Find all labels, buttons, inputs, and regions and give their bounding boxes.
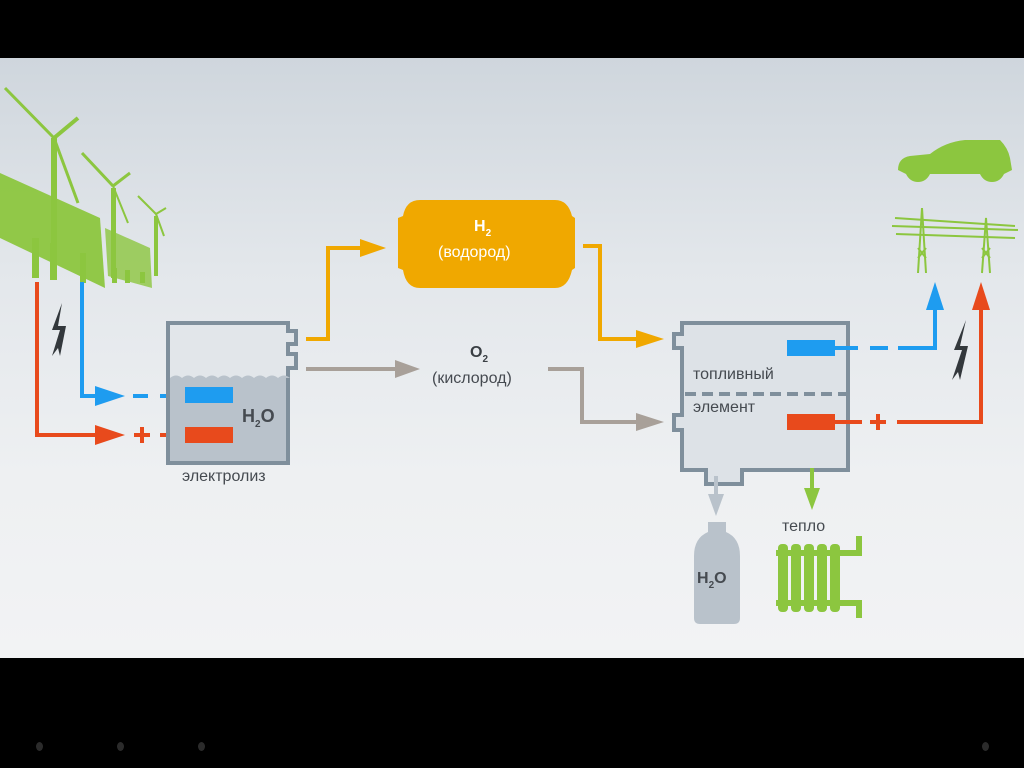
water-o: O: [260, 406, 275, 426]
arrow-h2-to-cell: [636, 330, 664, 348]
electrolysis-label: электролиз: [182, 468, 266, 485]
solar-panel-icon: [0, 173, 152, 288]
hydrogen-formula: H2: [474, 218, 491, 239]
arrow-negative-left: [95, 386, 125, 406]
arrow-water-down: [708, 494, 724, 516]
nav-dot-3[interactable]: [198, 742, 205, 751]
arrow-o2-to-cell: [636, 413, 664, 431]
water-sub: 2: [255, 419, 261, 430]
heat-label: тепло: [782, 518, 826, 535]
arrow-o2-out: [395, 360, 420, 378]
plus-sign-right: [870, 414, 886, 430]
nav-dot-right[interactable]: [982, 742, 989, 751]
water-formula-bottle: H2O: [697, 570, 727, 591]
fuel-cell-label-line2: элемент: [693, 399, 756, 416]
negative-line-right: [835, 303, 937, 350]
oxygen-name: (кислород): [432, 370, 512, 387]
arrow-h2-to-tank: [360, 239, 386, 257]
h2-sub: 2: [485, 228, 492, 239]
electrolyzer-tank: [166, 321, 298, 465]
o2-o: O: [470, 344, 483, 361]
arrow-negative-right: [926, 282, 944, 310]
nav-dot-1[interactable]: [36, 742, 43, 751]
bottle-sub: 2: [708, 580, 715, 591]
wind-turbine-icon: [3, 86, 167, 278]
lightning-bolt-icon: [52, 303, 66, 356]
bottle-h: H: [697, 570, 709, 587]
diagram-svg: [0, 86, 1019, 624]
fuel-cell-label-line1: топливный: [693, 366, 774, 383]
lightning-bolt-icon-right: [952, 320, 968, 380]
oxygen-flow: [306, 367, 640, 424]
o2-sub: 2: [482, 354, 489, 365]
radiator-icon: [776, 536, 862, 618]
hydrogen-tank: [398, 200, 575, 288]
fuel-cell-box: [672, 321, 850, 486]
bottle-icon: [694, 522, 740, 624]
bottle-o: O: [714, 570, 727, 587]
power-pylon-icon: [891, 207, 1019, 274]
positive-line-right: [835, 303, 983, 424]
plus-sign-left: [134, 427, 150, 443]
hydrogen-name: (водород): [438, 244, 511, 261]
oxygen-formula: O2: [470, 344, 488, 365]
h2-h: H: [474, 218, 486, 235]
car-icon: [898, 140, 1012, 182]
water-h: H: [242, 406, 255, 426]
arrow-positive-right: [972, 282, 990, 310]
water-formula-electrolyzer: H2O: [242, 406, 275, 430]
arrow-positive-left: [95, 425, 125, 445]
hydrogen-flow: [306, 244, 640, 341]
nav-dot-2[interactable]: [117, 742, 124, 751]
arrow-heat-down: [804, 488, 820, 510]
diagram-canvas: электролиз H2O H2 (водород) O2 (кислород…: [0, 58, 1024, 658]
